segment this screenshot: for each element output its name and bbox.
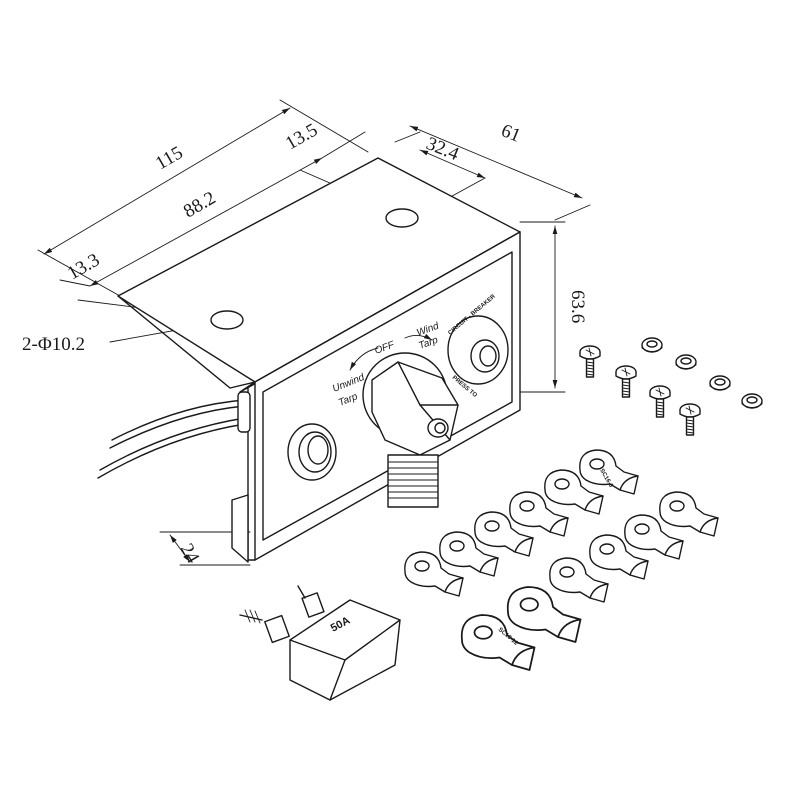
- dim-hole-spacing: 88.2: [180, 188, 219, 223]
- dim-height: 63.6: [567, 290, 588, 323]
- circuit-breaker-reset: [447, 315, 509, 385]
- circuit-breaker-50a: [239, 585, 401, 701]
- dim-right-offset: 13.5: [282, 120, 321, 155]
- screws-and-washers: [579, 337, 763, 436]
- ring-terminals: [404, 449, 719, 671]
- mount-hole-front: [210, 310, 244, 330]
- dim-depth: 61: [498, 120, 523, 147]
- dim-hole-depth-offset: 32.4: [423, 133, 462, 165]
- dim-left-offset: 13.3: [64, 250, 103, 285]
- dim-overall-width: 115: [152, 142, 187, 174]
- mount-hole-back: [385, 208, 419, 228]
- dim-flange: 24: [176, 540, 204, 567]
- dim-holes: 2-Φ10.2: [22, 334, 85, 355]
- push-button: [287, 423, 337, 481]
- rotary-switch: [349, 333, 459, 508]
